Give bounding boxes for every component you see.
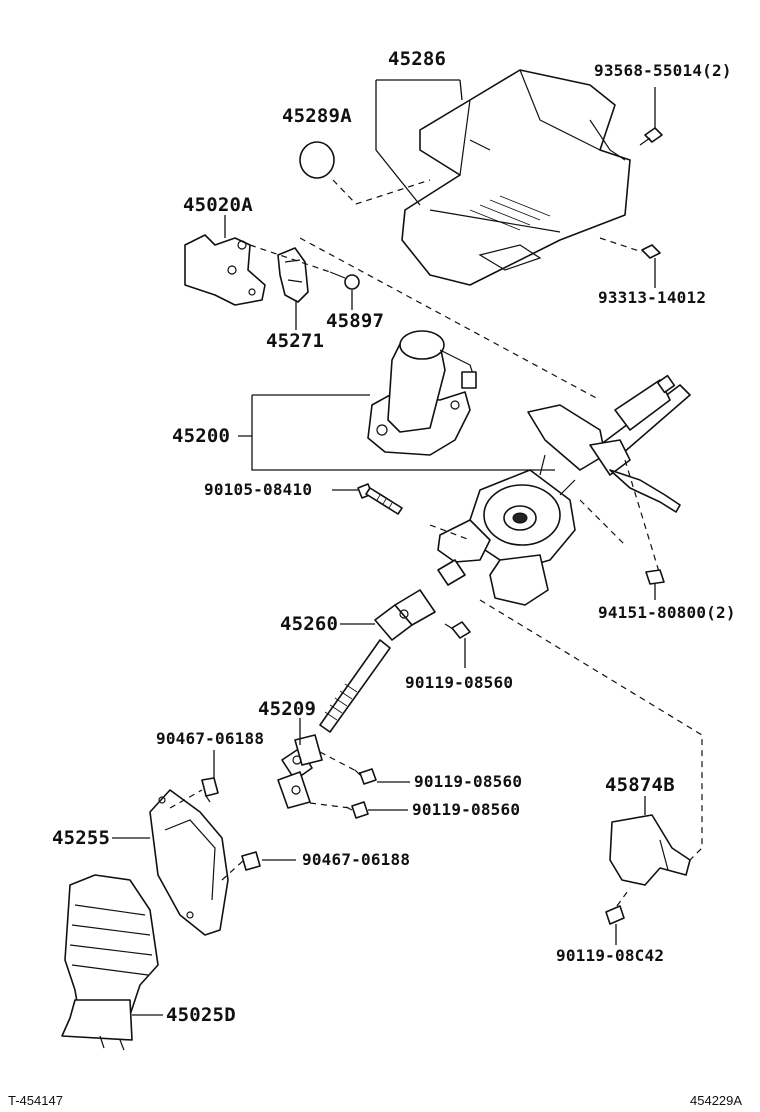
label-90105-08410: 90105-08410 [204,480,313,499]
label-45020A: 45020A [183,194,253,216]
label-45025D: 45025D [166,1004,236,1026]
universal-joint-45209 [277,734,323,809]
label-45271: 45271 [266,330,325,352]
label-90119-08560-c: 90119-08560 [412,800,521,819]
leader-45286 [375,79,463,206]
cover-45874B [609,814,691,886]
label-45289A: 45289A [282,105,352,127]
label-93568-55014: 93568-55014(2) [594,61,732,80]
leader-45289A [332,179,431,205]
label-90467-06188-a: 90467-06188 [156,729,265,748]
label-45209: 45209 [258,698,317,720]
label-90119-08560-a: 90119-08560 [405,673,514,692]
bracket-45020A [184,234,266,306]
bolt-90119-c [345,801,369,819]
leader-45200 [238,394,555,471]
label-90467-06188-b: 90467-06188 [302,850,411,869]
label-45897: 45897 [326,310,385,332]
footer-left-code: T-454147 [8,1093,63,1108]
label-45200: 45200 [172,425,231,447]
label-45260: 45260 [280,613,339,635]
label-45255: 45255 [52,827,111,849]
screw-93568 [639,127,663,146]
cap-45289A [299,141,335,179]
clip-90467-b [241,851,261,871]
bolt-90119-08C42 [605,887,631,925]
boot-45025D [61,874,159,1051]
column-hole-cover-45255 [149,789,229,936]
label-45874B: 45874B [605,774,675,796]
bolt-90119-a [444,621,471,639]
label-94151-80800: 94151-80800(2) [598,603,736,622]
clip-90467-a [201,777,219,803]
column-guide-lines [299,237,661,576]
screw-93313 [641,244,661,259]
bolt-45897 [329,271,360,290]
clamp-45271 [277,247,309,303]
column-assembly [437,374,691,606]
intermediate-shaft-45260 [319,589,436,733]
label-90119-08560-b: 90119-08560 [414,772,523,791]
column-cover-45286 [401,69,631,286]
label-45286: 45286 [388,48,447,70]
motor-45200 [367,330,477,456]
label-90119-08C42: 90119-08C42 [556,946,665,965]
bolt-90105 [357,483,403,515]
footer-right-code: 454229A [690,1093,743,1108]
nut-94151 [645,569,665,585]
bolt-90119-b [354,768,377,785]
label-93313-14012: 93313-14012 [598,288,707,307]
